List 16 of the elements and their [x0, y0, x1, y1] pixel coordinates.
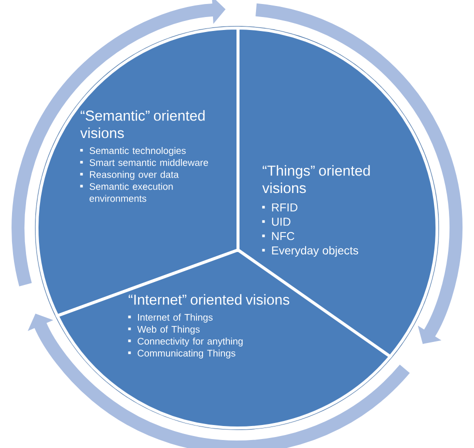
heading: “Internet” oriented visions: [128, 294, 290, 305]
bullet-item: RFID: [262, 203, 298, 212]
heading: “Things” oriented visions: [262, 165, 370, 194]
bullet-item: Web of Things: [128, 326, 200, 335]
pie-sector: [56, 248, 392, 430]
bullet-item: Smart semantic middleware: [80, 158, 208, 166]
heading: “Semantic” oriented visions: [80, 110, 205, 138]
bullet-item: Everyday objects: [262, 246, 358, 257]
bullet-item: UID: [262, 218, 290, 226]
bullet-item: NFC: [262, 232, 294, 240]
bullet-item: Reasoning over data: [80, 170, 179, 180]
bullet-item: Internet of Things: [128, 314, 213, 323]
bullet-item: Connectivity for anything: [128, 338, 243, 346]
bullet-item: Semantic execution environments: [80, 182, 173, 202]
bullet-item: Communicating Things: [128, 350, 236, 358]
bullet-item: Semantic technologies: [80, 147, 186, 156]
